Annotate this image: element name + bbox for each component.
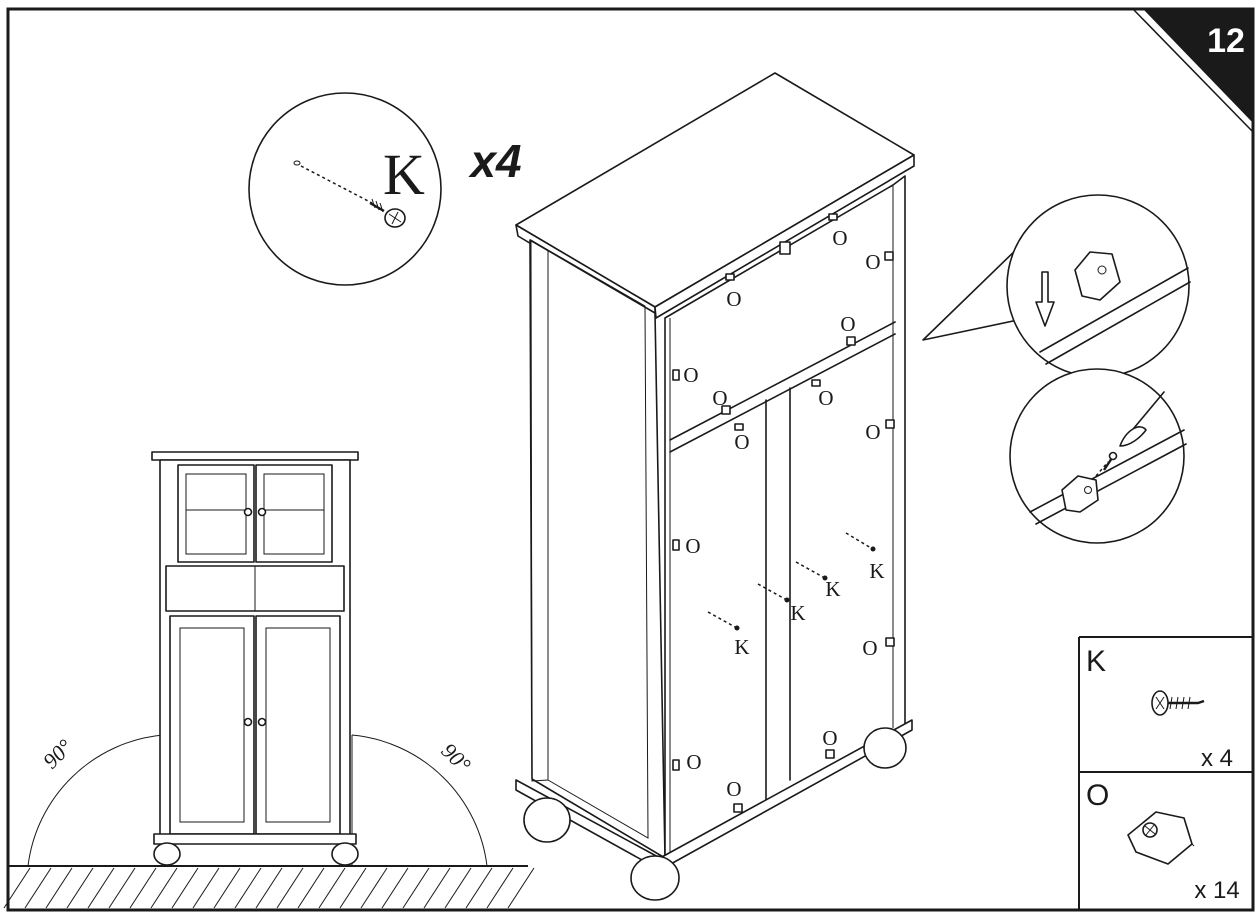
left-angle-label: 90° — [38, 734, 78, 774]
floor-hatch-line — [444, 867, 472, 909]
floor-hatch-line — [318, 867, 346, 909]
screw-icon — [1103, 451, 1118, 471]
floor-hatch-line — [381, 867, 409, 909]
part-quantity: x 4 — [1201, 745, 1233, 772]
floor-hatch-line — [486, 867, 514, 909]
floor-hatch-line — [423, 867, 451, 909]
floor-hatch-line — [108, 867, 136, 909]
part-label-o: O — [865, 420, 880, 444]
screw-icon — [369, 198, 406, 228]
hinge-detail-callout — [922, 194, 1191, 544]
foot — [331, 842, 359, 866]
screw-path-line — [300, 165, 373, 204]
part-label-o: O — [832, 226, 847, 250]
floor-hatch-line — [297, 867, 325, 909]
parts-row-o: O x 14 — [1086, 779, 1240, 904]
floor-hatch-line — [129, 867, 157, 909]
floor — [3, 865, 535, 909]
part-label-o: O — [865, 250, 880, 274]
front-view-cabinet: 90° 90° — [3, 451, 535, 909]
part-label-o: O — [726, 287, 741, 311]
part-label-o: O — [712, 386, 727, 410]
down-arrow-icon — [1035, 271, 1055, 327]
screw-icon — [1151, 690, 1205, 716]
parts-list: K x 4 O x 14 — [1078, 636, 1252, 910]
right-angle-label: 90° — [436, 738, 476, 778]
part-letter: K — [1086, 645, 1106, 678]
foot — [863, 727, 907, 769]
page-border — [6, 7, 1255, 912]
knob — [257, 717, 267, 727]
part-label-k: K — [734, 635, 749, 659]
floor-hatch-line — [402, 867, 430, 909]
part-label-o: O — [726, 777, 741, 801]
part-label-o: O — [840, 312, 855, 336]
hinge-block-icon — [1061, 475, 1099, 513]
part-label-o: O — [822, 726, 837, 750]
step-badge-edge — [1132, 8, 1254, 133]
hinge-block-icon — [1127, 811, 1195, 865]
main-cabinet: O O O O O O O O O O O O O O K K K K — [515, 72, 915, 901]
floor-hatch-line — [465, 867, 493, 909]
foot — [523, 797, 571, 843]
part-label-o: O — [818, 386, 833, 410]
step-badge: 12 — [1132, 8, 1254, 133]
part-letter: O — [1086, 779, 1109, 812]
floor-hatch-line — [66, 867, 94, 909]
floor-hatch-line — [213, 867, 241, 909]
detail-circle-bottom — [1009, 368, 1185, 544]
lower-left-door — [169, 615, 255, 835]
callout-circle — [248, 92, 442, 286]
floor-hatch-line — [24, 867, 52, 909]
screw-callout: K x4 — [248, 92, 522, 286]
upper-left-glass-door — [177, 464, 255, 563]
upper-right-glass-door — [255, 464, 333, 563]
floor-hatch-line — [255, 867, 283, 909]
foot — [630, 855, 680, 901]
callout-part-letter: K — [383, 142, 425, 207]
screwdriver-icon — [1119, 391, 1165, 447]
floor-hatch-line — [192, 867, 220, 909]
part-label-k: K — [790, 601, 805, 625]
hinge-block-marks — [672, 213, 895, 813]
knob — [243, 507, 253, 517]
floor-hatch-line — [234, 867, 262, 909]
small-cabinet-body — [151, 451, 359, 866]
step-badge-corner — [1143, 9, 1253, 123]
callout-multiplier: x4 — [467, 135, 521, 187]
part-label-o: O — [685, 534, 700, 558]
knob — [243, 717, 253, 727]
floor-hatch-line — [360, 867, 388, 909]
part-label-o: O — [683, 363, 698, 387]
part-label-o: O — [734, 430, 749, 454]
part-label-o: O — [862, 636, 877, 660]
step-number: 12 — [1207, 22, 1245, 60]
floor-hatch-line — [276, 867, 304, 909]
floor-hatch-line — [171, 867, 199, 909]
left-swing-arc — [27, 734, 164, 867]
floor-hatch-line — [45, 867, 73, 909]
floor-hatch-line — [3, 867, 31, 909]
parts-row-k: K x 4 — [1086, 645, 1233, 772]
floor-hatch-line — [507, 867, 535, 909]
lower-right-door — [255, 615, 341, 835]
right-swing-arc — [351, 734, 488, 867]
part-label-o: O — [686, 750, 701, 774]
hinge-block-icon — [1074, 251, 1121, 301]
foot — [153, 842, 181, 866]
floor-hatch-line — [339, 867, 367, 909]
floor-hatch-line — [87, 867, 115, 909]
part-quantity: x 14 — [1194, 877, 1239, 904]
screw-insert-marks — [707, 532, 876, 631]
knob — [257, 507, 267, 517]
floor-hatch-line — [150, 867, 178, 909]
part-label-k: K — [825, 577, 840, 601]
part-label-k: K — [869, 559, 884, 583]
pilot-hole — [293, 160, 301, 166]
